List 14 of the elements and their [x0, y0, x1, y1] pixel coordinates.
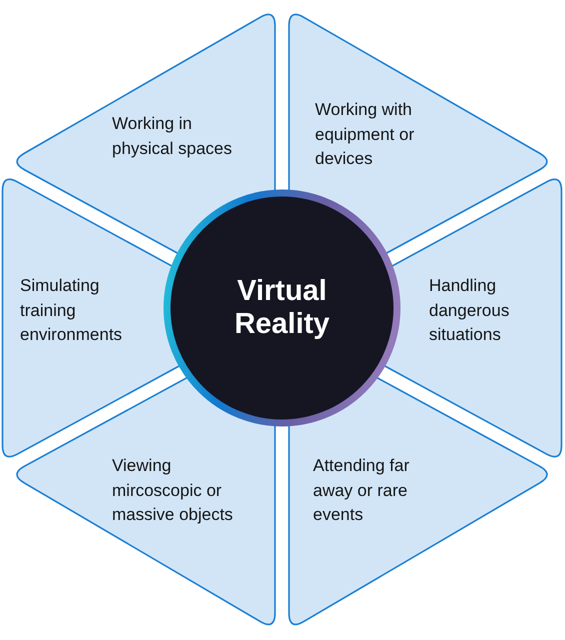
center-circle — [163, 189, 401, 427]
segment-label: Working in physical spaces — [112, 113, 234, 160]
segment-label: Working with equipment or devices — [315, 99, 416, 170]
triangle-segment — [288, 13, 548, 255]
segment-label: Simulating training environments — [20, 275, 124, 346]
segment-label: Attending far away or rare events — [313, 455, 410, 526]
triangle-segment — [15, 376, 276, 626]
triangle-segment — [288, 376, 549, 626]
segment-label: Viewing mircoscopic or massive objects — [112, 455, 234, 526]
triangle-segment — [383, 178, 563, 458]
triangle-segment — [1, 178, 181, 458]
triangle-segment — [16, 13, 276, 255]
center-title: Virtual Reality — [233, 275, 331, 341]
segment-label: Handling dangerous situations — [429, 275, 510, 346]
